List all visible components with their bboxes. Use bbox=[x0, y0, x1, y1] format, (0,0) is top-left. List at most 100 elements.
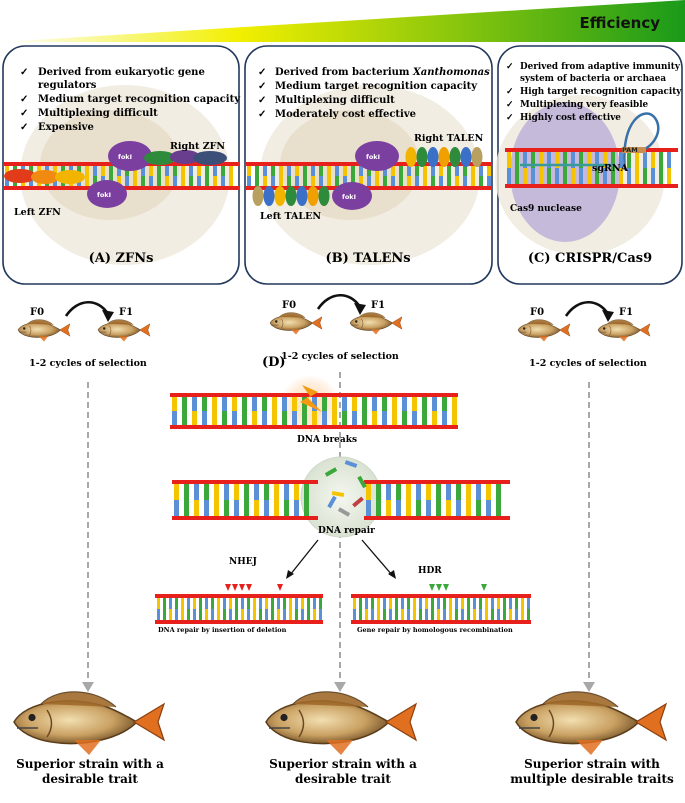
dna-base bbox=[182, 411, 187, 425]
dna-base bbox=[436, 484, 441, 500]
left-talen-label: Left TALEN bbox=[260, 211, 321, 222]
dna-base bbox=[141, 176, 145, 186]
dna-base bbox=[487, 166, 491, 176]
dna-base bbox=[244, 484, 249, 500]
dna-base bbox=[563, 168, 567, 184]
dna-base bbox=[431, 166, 435, 176]
crispr-bullet-4: Highly cost effective bbox=[520, 113, 621, 123]
generation-arrow bbox=[316, 293, 362, 310]
foki-right bbox=[108, 141, 152, 171]
svg-text:✓: ✓ bbox=[506, 62, 513, 72]
talen-bullet-4: Moderately cost effective bbox=[275, 109, 416, 120]
dna-base bbox=[406, 484, 411, 500]
dna-base bbox=[659, 168, 663, 184]
dna-base bbox=[125, 166, 129, 176]
selection-label: 1-2 cycles of selection bbox=[281, 351, 399, 362]
outcome-3-line2: multiple desirable traits bbox=[510, 772, 674, 786]
left-zfn-fingers bbox=[4, 169, 85, 184]
dna-base bbox=[322, 397, 327, 411]
dna-base bbox=[447, 166, 451, 176]
dna-base bbox=[202, 411, 207, 425]
dna-base bbox=[595, 168, 599, 184]
fish-f0 bbox=[17, 319, 71, 342]
dna-base bbox=[254, 500, 259, 516]
outcome-fish-3 bbox=[515, 691, 668, 755]
dna-base bbox=[205, 176, 209, 186]
dna-base bbox=[515, 168, 519, 184]
dna-fragment bbox=[324, 467, 338, 477]
zfn-bullet-1b: regulators bbox=[38, 80, 97, 91]
dna-base bbox=[271, 176, 275, 186]
dna-base bbox=[491, 609, 494, 620]
svg-text:✓: ✓ bbox=[258, 81, 266, 92]
dna-base bbox=[455, 166, 459, 176]
f1-label: F1 bbox=[619, 307, 633, 318]
repair-fragments bbox=[324, 460, 367, 517]
dna-base bbox=[437, 609, 440, 620]
dna-fragment bbox=[357, 475, 367, 489]
dna-base bbox=[214, 500, 219, 516]
dna-base bbox=[272, 397, 277, 411]
dna-base bbox=[192, 411, 197, 425]
dna-base bbox=[539, 152, 543, 168]
dna-base bbox=[487, 176, 491, 186]
dna-base bbox=[571, 168, 575, 184]
dna-base bbox=[242, 397, 247, 411]
dna-fragment bbox=[331, 490, 345, 498]
dna-backbone bbox=[170, 425, 458, 429]
dna-base bbox=[283, 598, 286, 609]
dna-base bbox=[449, 609, 452, 620]
dna-base bbox=[466, 484, 471, 500]
svg-text:✓: ✓ bbox=[258, 95, 266, 106]
generation-arrow bbox=[64, 300, 110, 317]
generation-arrowhead bbox=[602, 310, 614, 322]
dna-base bbox=[377, 609, 380, 620]
dna-base bbox=[271, 166, 275, 176]
outcome-fish-row bbox=[13, 691, 668, 755]
dna-base bbox=[423, 176, 427, 186]
dna-base bbox=[199, 598, 202, 609]
dna-base bbox=[241, 609, 244, 620]
zfn-caption: (A) ZFNs bbox=[89, 251, 154, 266]
dna-base bbox=[371, 598, 374, 609]
edit-marker bbox=[277, 584, 283, 591]
dna-backbone bbox=[351, 594, 531, 598]
dna-base bbox=[272, 411, 277, 425]
dna-base bbox=[5, 166, 9, 176]
dna-base bbox=[174, 500, 179, 516]
panel-zfn: fokI fokI Right ZFN Left ZFN ✓ Derived f… bbox=[2, 45, 241, 285]
dna-base bbox=[335, 166, 339, 176]
dna-base bbox=[229, 166, 233, 176]
crispr-bullet-3: Multiplexing very feasible bbox=[520, 100, 649, 110]
dna-base bbox=[157, 166, 161, 176]
dna-backbone bbox=[364, 516, 510, 520]
right-zfn-fingers bbox=[144, 150, 227, 165]
dna-base bbox=[446, 484, 451, 500]
crispr-bullets: ✓ Derived from adaptive immunity system … bbox=[506, 62, 682, 123]
dna-base bbox=[595, 152, 599, 168]
foki-label-right-b: fokI bbox=[366, 153, 380, 161]
dna-base bbox=[452, 397, 457, 411]
dna-base bbox=[473, 598, 476, 609]
dna-base bbox=[342, 397, 347, 411]
dna-base bbox=[181, 166, 185, 176]
svg-text:✓: ✓ bbox=[506, 87, 513, 97]
dna-base bbox=[507, 152, 511, 168]
zfn-bullets: ✓ Derived from eukaryotic gene regulator… bbox=[20, 67, 241, 133]
dna-base bbox=[395, 609, 398, 620]
dna-base bbox=[619, 168, 623, 184]
zfn-bullet-4: Expensive bbox=[38, 122, 94, 133]
dna-base bbox=[263, 176, 267, 186]
dna-base bbox=[463, 166, 467, 176]
talen-repeat bbox=[274, 186, 286, 206]
mechanism-label: (D) bbox=[262, 355, 286, 370]
dna-base bbox=[304, 500, 309, 516]
sgrna-label: sgRNA bbox=[592, 163, 629, 174]
dna-base bbox=[303, 176, 307, 186]
edit-marker bbox=[225, 584, 231, 591]
dna-base bbox=[109, 166, 113, 176]
dna-base bbox=[265, 609, 268, 620]
edit-marker bbox=[481, 584, 487, 591]
svg-text:✓: ✓ bbox=[258, 67, 266, 78]
dna-base bbox=[497, 598, 500, 609]
